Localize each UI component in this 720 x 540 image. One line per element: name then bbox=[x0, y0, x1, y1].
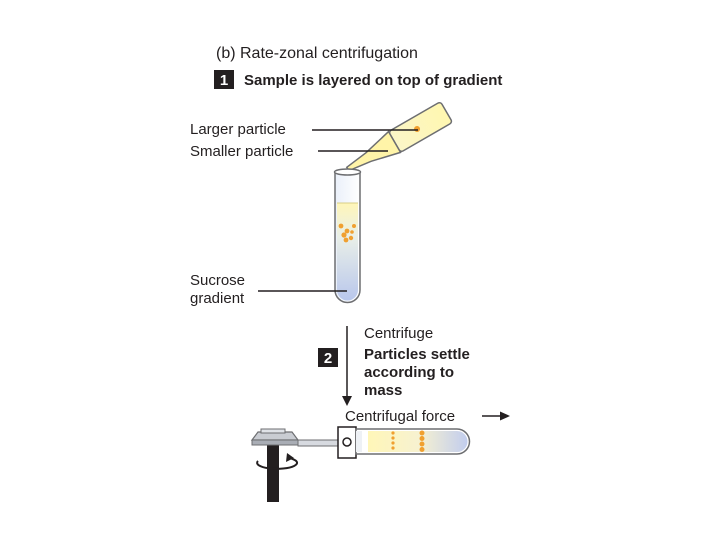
arrow-down-icon bbox=[342, 326, 352, 406]
step1-text: Sample is layered on top of gradient bbox=[244, 72, 502, 89]
settled-band-small bbox=[391, 431, 395, 450]
tube-holder bbox=[337, 426, 357, 459]
pipette bbox=[345, 101, 453, 172]
sample-particles bbox=[338, 223, 356, 243]
centrifuge-label: Centrifuge bbox=[364, 325, 433, 342]
rotor-arm bbox=[297, 439, 341, 447]
diagram-title: (b) Rate-zonal centrifugation bbox=[216, 45, 418, 62]
sucrose-label-line2: gradient bbox=[190, 290, 245, 307]
sucrose-label-line1: Sucrose bbox=[190, 272, 245, 289]
test-tube-vertical bbox=[333, 168, 362, 304]
arrow-right-icon bbox=[482, 411, 510, 421]
step1-badge bbox=[214, 70, 234, 89]
rotation-arrow-icon bbox=[256, 453, 299, 470]
smaller-particle-label: Smaller particle bbox=[190, 143, 293, 160]
step1-number: 1 bbox=[220, 72, 228, 89]
step2-line2: according to bbox=[364, 364, 454, 381]
test-tube-horizontal bbox=[355, 428, 471, 455]
step2-number: 2 bbox=[324, 350, 332, 367]
centrifugal-force-label: Centrifugal force bbox=[345, 408, 455, 425]
larger-particle-label: Larger particle bbox=[190, 121, 286, 138]
step2-badge bbox=[318, 348, 338, 367]
step2-line1: Particles settle bbox=[364, 346, 470, 363]
step2-line3: mass bbox=[364, 382, 402, 399]
settled-band-large bbox=[419, 430, 425, 452]
